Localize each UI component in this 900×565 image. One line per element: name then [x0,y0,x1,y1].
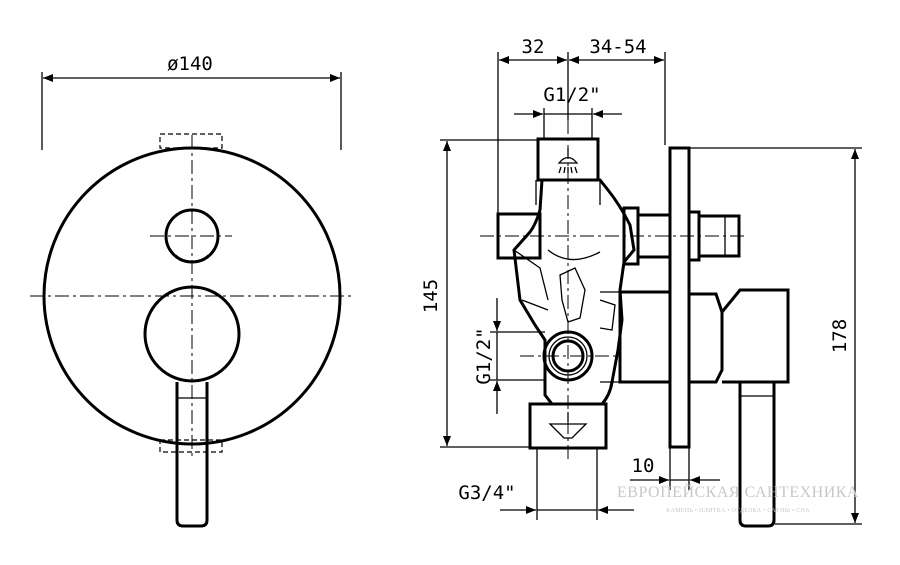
dim-34-54-label: 34-54 [589,36,646,58]
hidden-slot-bottom [159,439,223,453]
side-inlet-inner [551,339,585,373]
shower-icon [557,148,579,174]
wall-plate [668,146,691,449]
watermark: ЕВРОПЕЙСКАЯ САНТЕХНИКА КАМЕНЬ • ПЛИТКА •… [617,482,859,514]
dim-178-label: 178 [829,319,851,353]
cartridge-body [618,290,672,384]
inlet-top-label: G1/2" [543,84,600,106]
bottom-outlet-block [528,402,608,450]
watermark-subtitle: КАМЕНЬ • ПЛИТКА • ОТДЕЛКА • САУНЫ • СПА [666,508,810,514]
cartridge-sleeve [689,292,724,384]
lever-handle [175,382,209,528]
lever-side [738,382,776,528]
side-view: 32 34-54 G1/2" 145 G1/2" 178 10 [420,36,862,528]
diameter-label: ø140 [167,53,213,75]
lever-housing [720,288,790,384]
dim-10-label: 10 [632,455,655,477]
valve-body [512,178,636,406]
outlet-label: G3/4" [458,482,515,504]
bath-spout-icon [548,412,588,439]
inlet-side-label: G1/2" [473,327,495,384]
diverter-knob [164,208,220,264]
dim-32-label: 32 [522,36,545,58]
watermark-title: ЕВРОПЕЙСКАЯ САНТЕХНИКА [617,482,859,501]
side-inlet-outer [542,330,594,382]
left-connector [496,212,542,260]
handle-base [143,285,241,383]
hidden-slot-top [159,133,223,149]
dim-145-label: 145 [420,279,442,313]
diverter-spindle [636,213,672,259]
front-view: ø140 [30,53,352,528]
diverter-cap [697,214,741,258]
